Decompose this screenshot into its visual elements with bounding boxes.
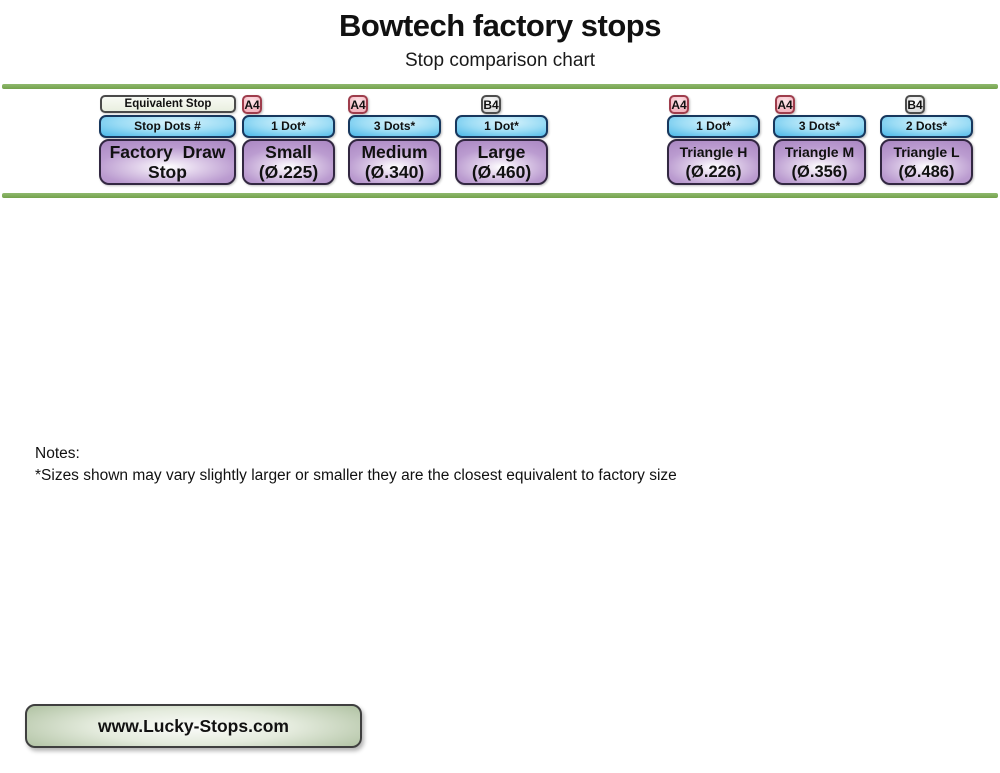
notes-body: *Sizes shown may vary slightly larger or… <box>35 467 677 484</box>
stop-name: Triangle M <box>784 144 855 160</box>
website-button[interactable]: www.Lucky-Stops.com <box>25 704 362 748</box>
stop-dots-small: 1 Dot* <box>242 115 335 138</box>
stop-box-triangle-m: Triangle M (Ø.356) <box>773 139 866 185</box>
stop-box-triangle-l: Triangle L (Ø.486) <box>880 139 973 185</box>
stop-size: (Ø.226) <box>685 163 742 181</box>
stop-size: (Ø.486) <box>898 163 955 181</box>
stop-name: Triangle L <box>893 144 960 160</box>
stop-size: (Ø.460) <box>471 162 532 182</box>
stop-size: (Ø.356) <box>791 163 848 181</box>
stop-dots-medium: 3 Dots* <box>348 115 441 138</box>
legend-factory-line2: Stop <box>148 162 187 182</box>
stop-dots-large: 1 Dot* <box>455 115 548 138</box>
stop-box-large: Large (Ø.460) <box>455 139 548 185</box>
stop-dots-triangle-h: 1 Dot* <box>667 115 760 138</box>
stop-box-small: Small (Ø.225) <box>242 139 335 185</box>
stop-name: Small <box>265 142 312 162</box>
divider-top <box>2 84 998 89</box>
stop-box-medium: Medium (Ø.340) <box>348 139 441 185</box>
paper-size-badge-triangle-m: A4 <box>775 95 795 114</box>
paper-size-badge-triangle-l: B4 <box>905 95 925 114</box>
legend-stop-dots: Stop Dots # <box>99 115 236 138</box>
notes-section: Notes: *Sizes shown may vary slightly la… <box>35 443 677 487</box>
page-subtitle: Stop comparison chart <box>404 50 596 71</box>
legend-equivalent-stop: Equivalent Stop <box>100 95 236 113</box>
legend-factory-draw-stop: Factory Draw Stop <box>99 139 236 185</box>
stop-size: (Ø.225) <box>258 162 319 182</box>
paper-size-badge-large: B4 <box>481 95 501 114</box>
stop-box-triangle-h: Triangle H (Ø.226) <box>667 139 760 185</box>
stop-name: Triangle H <box>679 144 748 160</box>
divider-bottom <box>2 193 998 198</box>
legend-factory-line1: Factory Draw <box>109 142 226 162</box>
page-title: Bowtech factory stops <box>339 8 661 43</box>
stop-name: Large <box>477 142 526 162</box>
notes-heading: Notes: <box>35 445 80 462</box>
paper-size-badge-triangle-h: A4 <box>669 95 689 114</box>
paper-size-badge-medium: A4 <box>348 95 368 114</box>
stop-name: Medium <box>361 142 428 162</box>
stop-dots-triangle-m: 3 Dots* <box>773 115 866 138</box>
stop-dots-triangle-l: 2 Dots* <box>880 115 973 138</box>
paper-size-badge-small: A4 <box>242 95 262 114</box>
stop-size: (Ø.340) <box>364 162 425 182</box>
